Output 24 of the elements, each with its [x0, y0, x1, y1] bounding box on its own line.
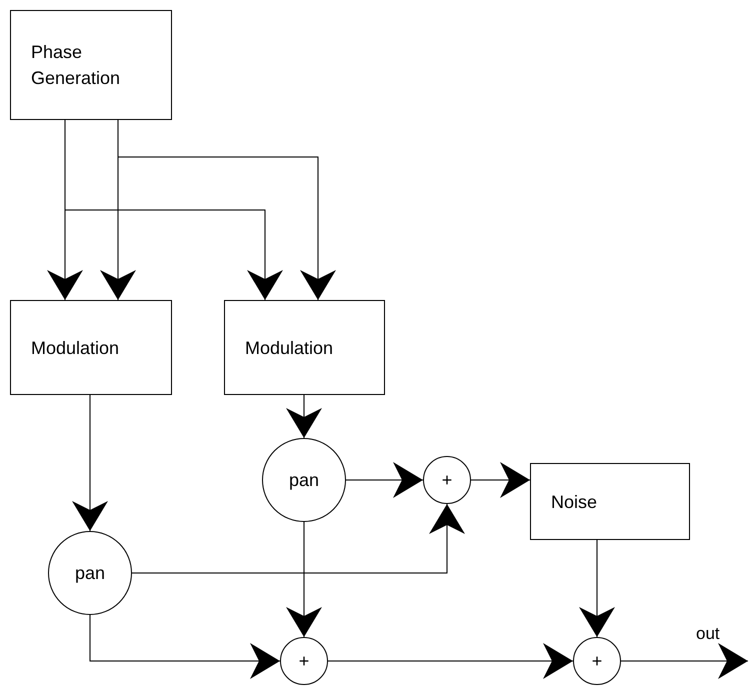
process-box — [224, 300, 385, 395]
arrow — [470, 462, 530, 498]
arrow — [286, 522, 322, 638]
node-label: + — [298, 650, 310, 673]
arrow — [346, 462, 424, 498]
arrow — [72, 394, 108, 532]
arrow — [328, 643, 574, 679]
process-box — [10, 10, 172, 120]
arrow — [90, 614, 280, 679]
node-label: Modulation — [31, 336, 120, 360]
process-box — [10, 300, 172, 395]
node-label: pan — [288, 469, 320, 492]
arrow — [620, 643, 748, 679]
edge-label: out — [696, 625, 720, 642]
node-label: + — [442, 469, 452, 492]
node-label: + — [592, 650, 602, 673]
node-label: Phase Generation — [31, 41, 122, 90]
process-box — [530, 463, 690, 540]
node-label: Modulation — [245, 336, 334, 360]
node-label: Noise — [551, 490, 598, 514]
arrow — [579, 540, 615, 638]
node-label: pan — [74, 562, 106, 585]
arrow — [286, 394, 322, 438]
arrow — [132, 504, 465, 574]
